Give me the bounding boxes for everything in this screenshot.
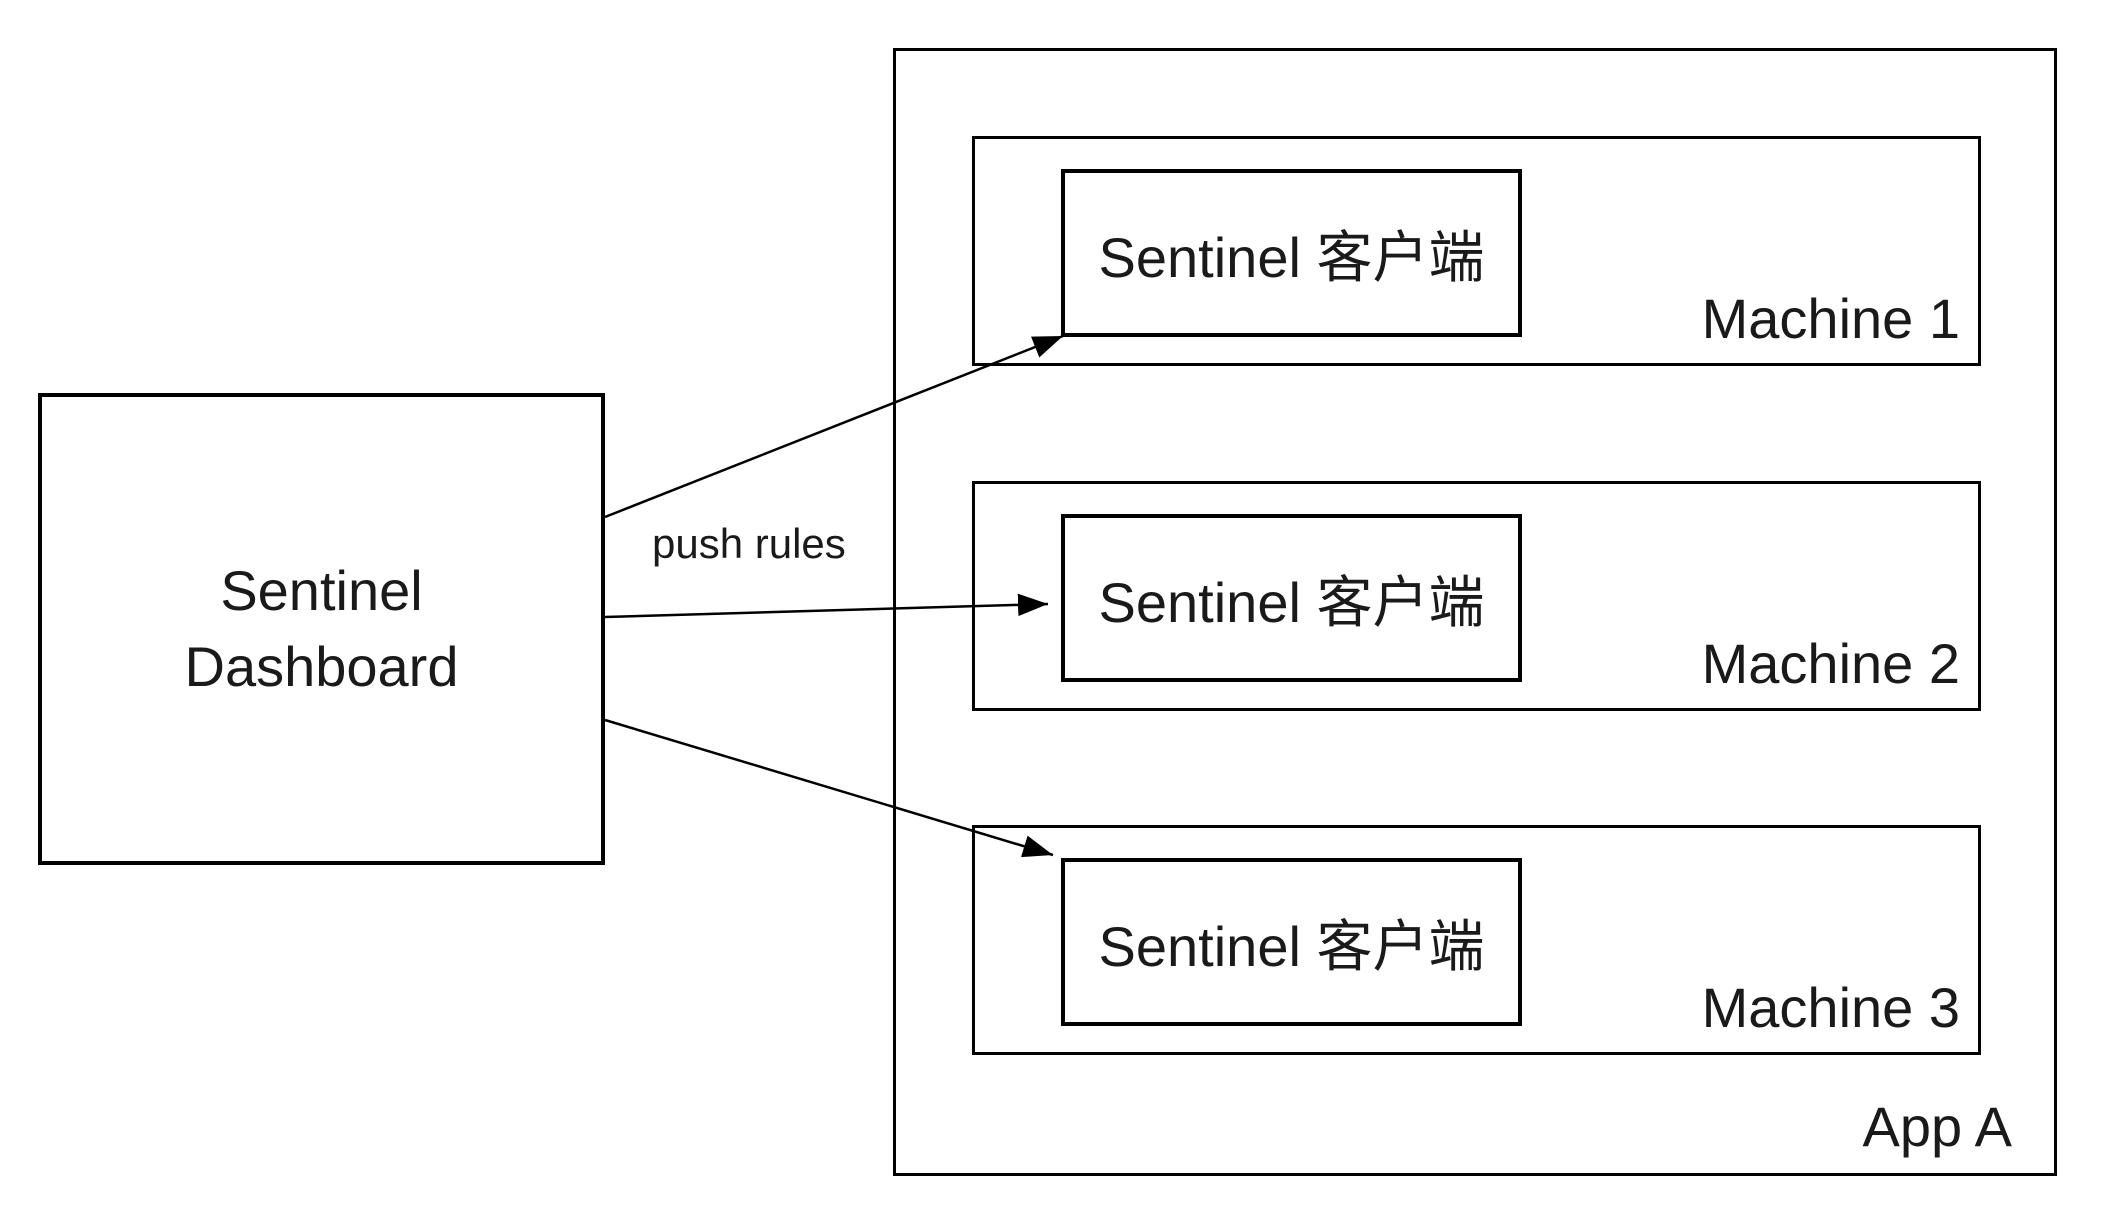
sentinel-dashboard-label-line1: Sentinel (220, 559, 423, 623)
sentinel-client-node-2: Sentinel 客户端 (1061, 514, 1522, 682)
machine-2-node: Sentinel 客户端 Machine 2 (972, 481, 1981, 711)
machine-3-label: Machine 3 (1701, 976, 1960, 1039)
sentinel-client-label-2: Sentinel 客户端 (1098, 570, 1485, 634)
sentinel-client-node-3: Sentinel 客户端 (1061, 858, 1522, 1026)
machine-1-label: Machine 1 (1701, 287, 1960, 350)
sentinel-client-node-1: Sentinel 客户端 (1061, 169, 1522, 337)
app-a-label: App A (1862, 1095, 2012, 1158)
machine-3-node: Sentinel 客户端 Machine 3 (972, 825, 1981, 1055)
machine-2-label: Machine 2 (1701, 632, 1960, 695)
push-rules-label: push rules (652, 520, 846, 567)
sentinel-dashboard-node: Sentinel Dashboard (38, 393, 605, 865)
machine-1-node: Sentinel 客户端 Machine 1 (972, 136, 1981, 366)
sentinel-client-label-3: Sentinel 客户端 (1098, 914, 1485, 978)
sentinel-dashboard-label-line2: Dashboard (184, 635, 459, 698)
app-a-group: Sentinel 客户端 Machine 1 Sentinel 客户端 Mach… (893, 48, 2057, 1176)
sentinel-client-label-1: Sentinel 客户端 (1098, 225, 1485, 289)
